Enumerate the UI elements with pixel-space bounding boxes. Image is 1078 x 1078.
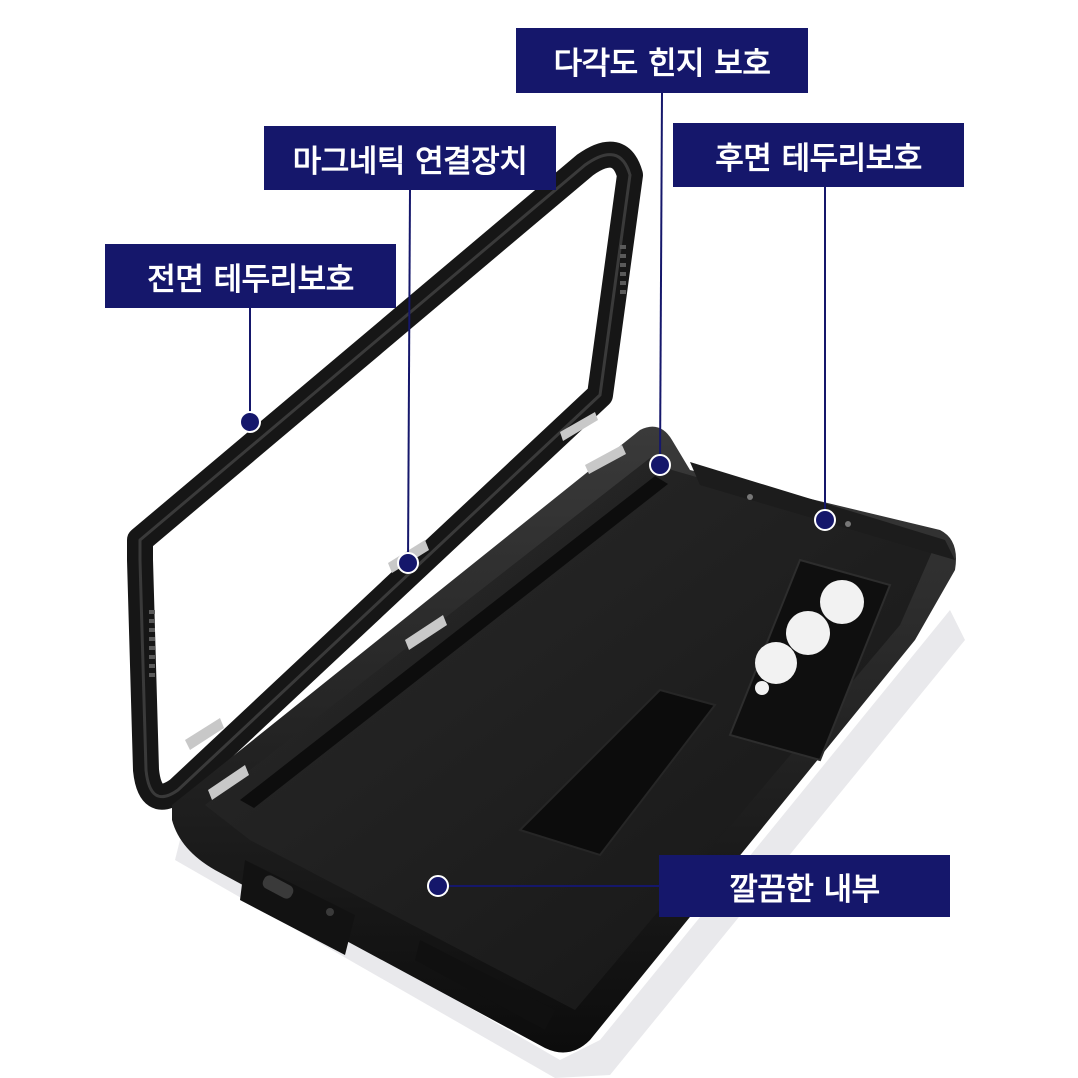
speaker-grille (149, 245, 626, 677)
callout-magnetic-connector: 마그네틱 연결장치 (264, 126, 556, 190)
bottom-end-cap (240, 860, 555, 1030)
callout-front-bezel: 전면 테두리보호 (105, 244, 396, 308)
callout-back-bezel: 후면 테두리보호 (673, 123, 964, 187)
case-interior-floor (205, 458, 935, 1010)
leader-dot-interior (427, 875, 449, 897)
camera-lens-1 (820, 580, 864, 624)
camera-module (728, 558, 892, 762)
flash (755, 681, 769, 695)
hinge-spine (240, 476, 668, 808)
leader-line-hinge (659, 92, 663, 466)
camera-lens-3 (755, 642, 797, 684)
callout-hinge-protection: 다각도 힌지 보호 (516, 28, 808, 93)
camera-lens-2 (786, 611, 830, 655)
leader-lines (249, 92, 826, 887)
leader-line-magnet (407, 189, 411, 564)
kickstand (518, 688, 717, 857)
leader-dot-back (814, 509, 836, 531)
back-case-shell (172, 426, 956, 1053)
leader-dot-hinge (649, 454, 671, 476)
shell-magnet-clips (208, 445, 626, 800)
leader-dot-magnet (397, 552, 419, 574)
callout-clean-interior: 깔끔한 내부 (659, 855, 950, 917)
phone-body-shadow (175, 610, 965, 1078)
leader-dots (239, 411, 836, 897)
leader-dot-front (239, 411, 261, 433)
